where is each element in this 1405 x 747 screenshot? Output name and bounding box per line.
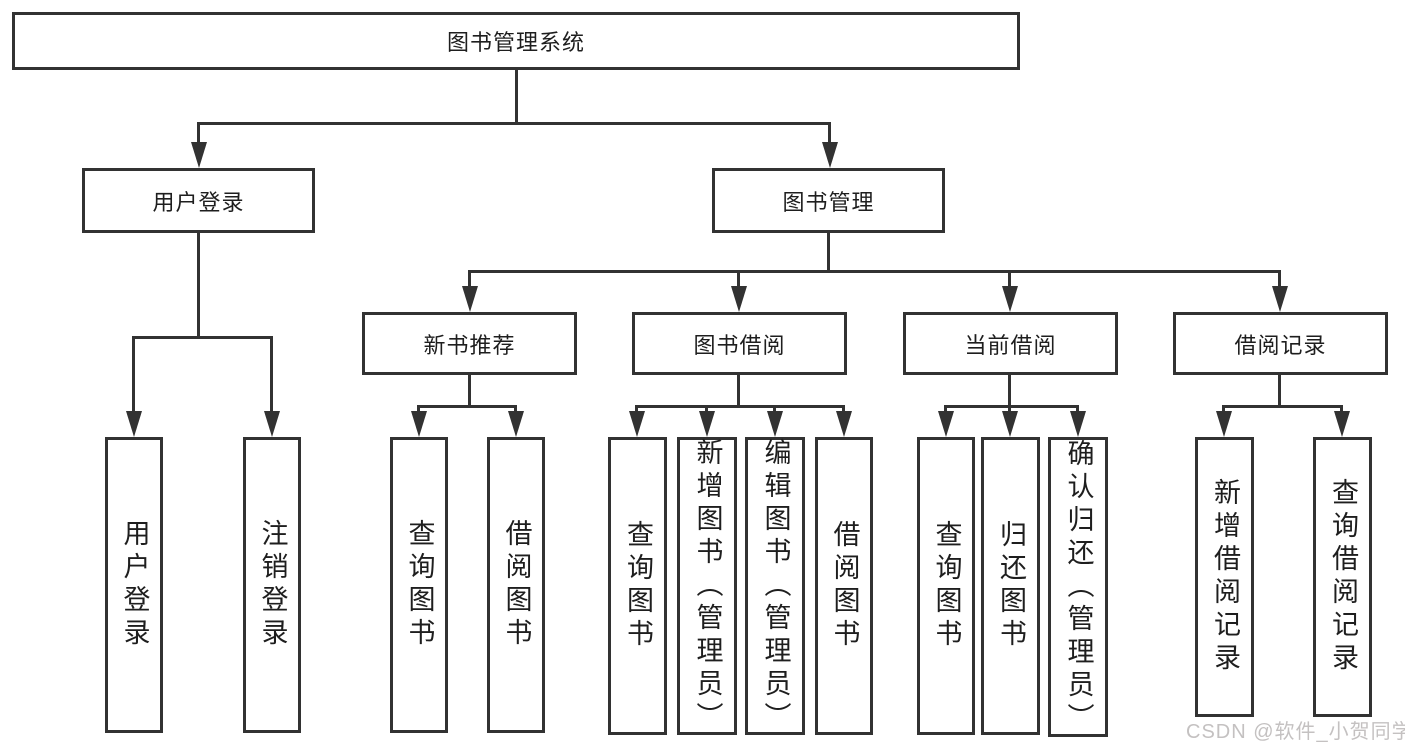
connector-vline <box>132 336 135 413</box>
arrow-down-icon <box>731 286 747 312</box>
connector-hline <box>468 270 1281 273</box>
leaf-label: 查询图书 <box>404 519 435 651</box>
arrow-down-icon <box>1002 411 1018 437</box>
arrow-down-icon <box>1070 411 1086 437</box>
leaf-recommend-query-books: 查询图书 <box>390 437 448 733</box>
connector-vline <box>1222 405 1225 413</box>
connector-vline <box>737 270 740 288</box>
connector-vline <box>468 270 471 288</box>
connector-vline <box>1278 270 1281 288</box>
node-label: 新书推荐 <box>423 332 516 358</box>
leaf-label: 归还图书 <box>996 520 1026 652</box>
arrow-down-icon <box>629 411 645 437</box>
leaf-label: 查询借阅记录 <box>1328 478 1358 676</box>
leaf-user-login: 用户登录 <box>105 437 163 733</box>
leaf-label: 编辑图书（管理员） <box>760 437 791 735</box>
leaf-label: 新增借阅记录 <box>1210 478 1240 676</box>
leaf-return-books: 归还图书 <box>981 437 1040 735</box>
node-label: 用户登录 <box>152 189 245 215</box>
arrow-down-icon <box>938 411 954 437</box>
arrow-down-icon <box>1002 286 1018 312</box>
arrow-down-icon <box>767 411 783 437</box>
connector-vline <box>197 122 200 144</box>
node-label: 借阅记录 <box>1234 332 1327 358</box>
node-new-book-recommendation: 新书推荐 <box>362 312 577 375</box>
arrow-down-icon <box>836 411 852 437</box>
node-label: 图书借阅 <box>693 332 786 358</box>
arrow-down-icon <box>822 142 838 168</box>
arrow-down-icon <box>508 411 524 437</box>
connector-vline <box>468 375 471 405</box>
connector-vline <box>1278 375 1281 405</box>
connector-vline <box>842 405 845 413</box>
node-user-login-group: 用户登录 <box>82 168 315 233</box>
connector-vline <box>827 233 830 270</box>
leaf-borrow-books: 借阅图书 <box>815 437 873 735</box>
connector-vline <box>737 375 740 405</box>
connector-vline <box>1008 270 1011 288</box>
leaf-edit-books-admin: 编辑图书（管理员） <box>745 437 805 735</box>
leaf-recommend-borrow-books: 借阅图书 <box>487 437 545 733</box>
connector-vline <box>197 233 200 336</box>
arrow-down-icon <box>264 411 280 437</box>
node-library-system: 图书管理系统 <box>12 12 1020 70</box>
connector-hline <box>132 336 273 339</box>
connector-hline <box>1222 405 1342 408</box>
arrow-down-icon <box>1272 286 1288 312</box>
connector-vline <box>514 405 517 413</box>
node-label: 图书管理 <box>782 189 875 215</box>
leaf-label: 借阅图书 <box>829 520 860 652</box>
node-book-management: 图书管理 <box>712 168 945 233</box>
connector-vline <box>1340 405 1343 413</box>
connector-vline <box>705 405 708 413</box>
leaf-label: 查询图书 <box>623 520 653 652</box>
connector-vline <box>828 122 831 144</box>
leaf-label: 注销登录 <box>257 519 288 651</box>
leaf-label: 查询图书 <box>931 520 962 652</box>
leaf-current-query-books: 查询图书 <box>917 437 975 735</box>
leaf-label: 借阅图书 <box>501 519 532 651</box>
connector-vline <box>270 336 273 413</box>
connector-vline <box>1008 375 1011 405</box>
leaf-label: 用户登录 <box>119 519 150 651</box>
arrow-down-icon <box>191 142 207 168</box>
arrow-down-icon <box>126 411 142 437</box>
connector-vline <box>944 405 947 413</box>
leaf-add-borrow-record: 新增借阅记录 <box>1195 437 1254 717</box>
connector-hline <box>197 122 831 125</box>
node-borrowing-records: 借阅记录 <box>1173 312 1388 375</box>
leaf-label: 确认归还（管理员） <box>1063 438 1094 736</box>
arrow-down-icon <box>699 411 715 437</box>
leaf-borrow-query-books: 查询图书 <box>608 437 667 735</box>
connector-vline <box>417 405 420 413</box>
arrow-down-icon <box>1216 411 1232 437</box>
arrow-down-icon <box>462 286 478 312</box>
leaf-add-books-admin: 新增图书（管理员） <box>677 437 737 735</box>
leaf-logout: 注销登录 <box>243 437 301 733</box>
node-label: 图书管理系统 <box>446 30 585 55</box>
leaf-confirm-return-admin: 确认归还（管理员） <box>1048 437 1108 737</box>
connector-hline <box>635 405 843 408</box>
leaf-label: 新增图书（管理员） <box>692 437 723 735</box>
node-current-borrowing: 当前借阅 <box>903 312 1118 375</box>
connector-vline <box>635 405 638 413</box>
node-book-borrowing: 图书借阅 <box>632 312 847 375</box>
arrow-down-icon <box>1334 411 1350 437</box>
leaf-query-borrow-record: 查询借阅记录 <box>1313 437 1372 717</box>
connector-vline <box>515 70 518 122</box>
connector-hline <box>417 405 517 408</box>
connector-vline <box>773 405 776 413</box>
arrow-down-icon <box>411 411 427 437</box>
node-label: 当前借阅 <box>964 332 1057 358</box>
connector-vline <box>1008 405 1011 413</box>
csdn-watermark: CSDN @软件_小贺同学 <box>1186 721 1405 743</box>
connector-vline <box>1076 405 1079 413</box>
